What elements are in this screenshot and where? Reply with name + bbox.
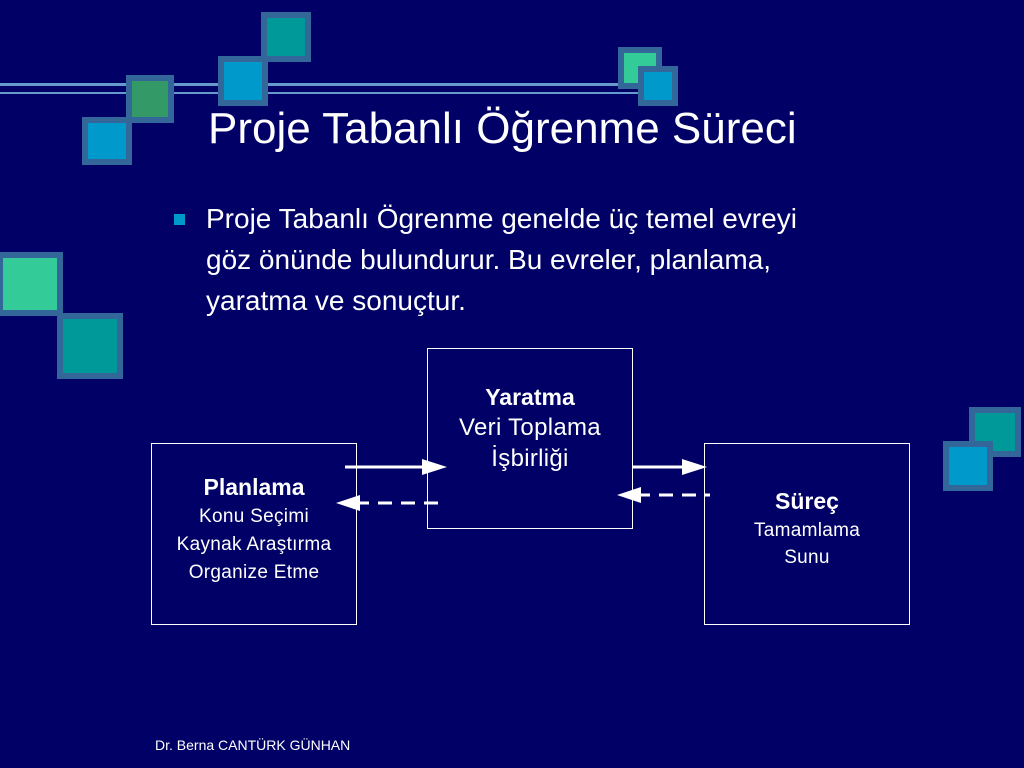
planlama-item: Organize Etme (188, 562, 320, 583)
planlama-item: Kaynak Araştırma (176, 534, 332, 555)
surec-box: Süreç Tamamlama Sunu (704, 443, 910, 625)
bullet-text: Proje Tabanlı Ögrenme genelde üç temel e… (206, 198, 797, 321)
surec-item: Sunu (784, 547, 830, 568)
bullet-square-icon (174, 214, 185, 225)
arrow-yaratma-to-surec (633, 459, 707, 475)
arrow-planlama-to-yaratma (345, 459, 447, 475)
yaratma-heading: Yaratma (485, 384, 575, 410)
decor-squares (0, 12, 1021, 491)
decor-lines (0, 83, 645, 94)
planlama-heading: Planlama (203, 474, 305, 500)
slide-footer: Dr. Berna CANTÜRK GÜNHAN (155, 737, 351, 753)
planlama-item: Konu Seçimi (199, 506, 309, 527)
yaratma-box: Yaratma Veri Toplama İşbirliği (427, 348, 633, 529)
bullet-line: göz önünde bulundurur. Bu evreler, planl… (206, 244, 772, 275)
yaratma-item: Veri Toplama (459, 414, 601, 441)
planlama-box: Planlama Konu Seçimi Kaynak Araştırma Or… (151, 443, 357, 625)
bullet-line: yaratma ve sonuçtur. (206, 285, 466, 316)
surec-heading: Süreç (775, 488, 839, 514)
slide-title: Proje Tabanlı Öğrenme Süreci (208, 104, 797, 153)
arrow-surec-to-yaratma (617, 487, 710, 503)
surec-item: Tamamlama (753, 520, 861, 541)
arrow-yaratma-to-planlama (336, 495, 444, 511)
yaratma-item: İşbirliği (491, 445, 569, 472)
bullet-line: Proje Tabanlı Ögrenme genelde üç temel e… (206, 203, 797, 234)
